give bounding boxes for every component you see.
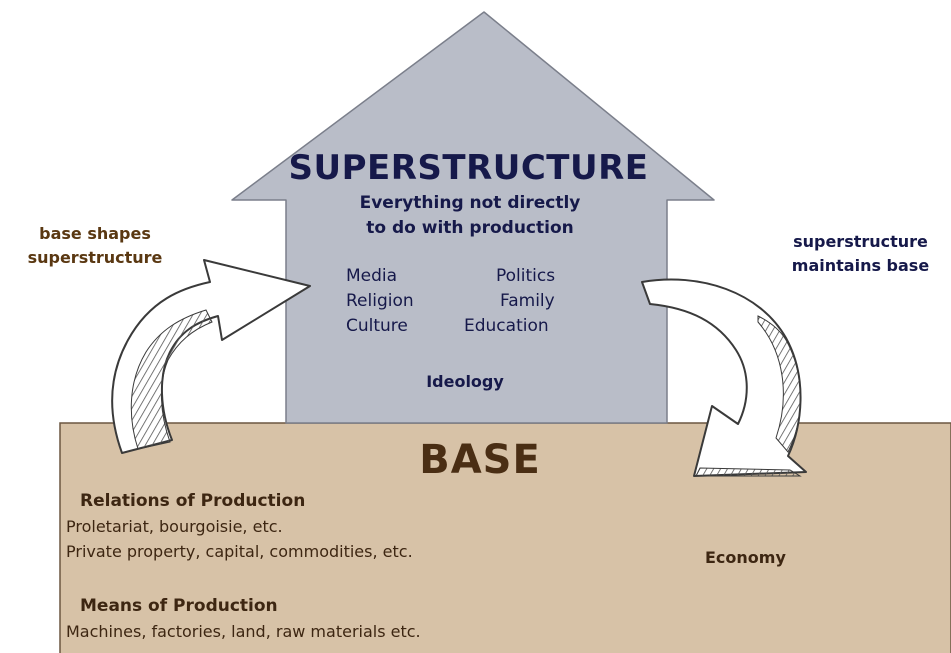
- superstructure-title: SUPERSTRUCTURE: [288, 148, 649, 188]
- institution-education: Education: [464, 316, 549, 336]
- left-arrow-label-line2: superstructure: [27, 248, 163, 267]
- institution-family: Family: [500, 291, 555, 311]
- right-arrow-label-line2: maintains base: [791, 256, 930, 275]
- institution-religion: Religion: [346, 291, 414, 311]
- ideology-label: Ideology: [426, 372, 504, 391]
- right-arrow-label-line1: superstructure: [793, 232, 928, 251]
- relations-line-2: Private property, capital, commodities, …: [66, 542, 413, 561]
- left-arrow-label-line1: base shapes: [39, 224, 151, 243]
- relations-heading: Relations of Production: [80, 491, 306, 511]
- superstructure-arrow: [231, 11, 715, 424]
- superstructure-subtitle-line2: to do with production: [366, 218, 574, 238]
- economy-label: Economy: [705, 548, 786, 567]
- institution-politics: Politics: [496, 266, 556, 286]
- institution-media: Media: [346, 266, 398, 286]
- base-title: BASE: [419, 437, 541, 483]
- means-line-1: Machines, factories, land, raw materials…: [66, 622, 421, 641]
- relations-line-1: Proletariat, bourgoisie, etc.: [66, 517, 283, 536]
- base-block: [59, 422, 951, 653]
- institution-culture: Culture: [346, 316, 408, 336]
- superstructure-subtitle-line1: Everything not directly: [359, 193, 581, 213]
- right-curved-arrow: [641, 278, 807, 477]
- means-heading: Means of Production: [80, 596, 278, 616]
- left-curved-arrow: [111, 259, 311, 454]
